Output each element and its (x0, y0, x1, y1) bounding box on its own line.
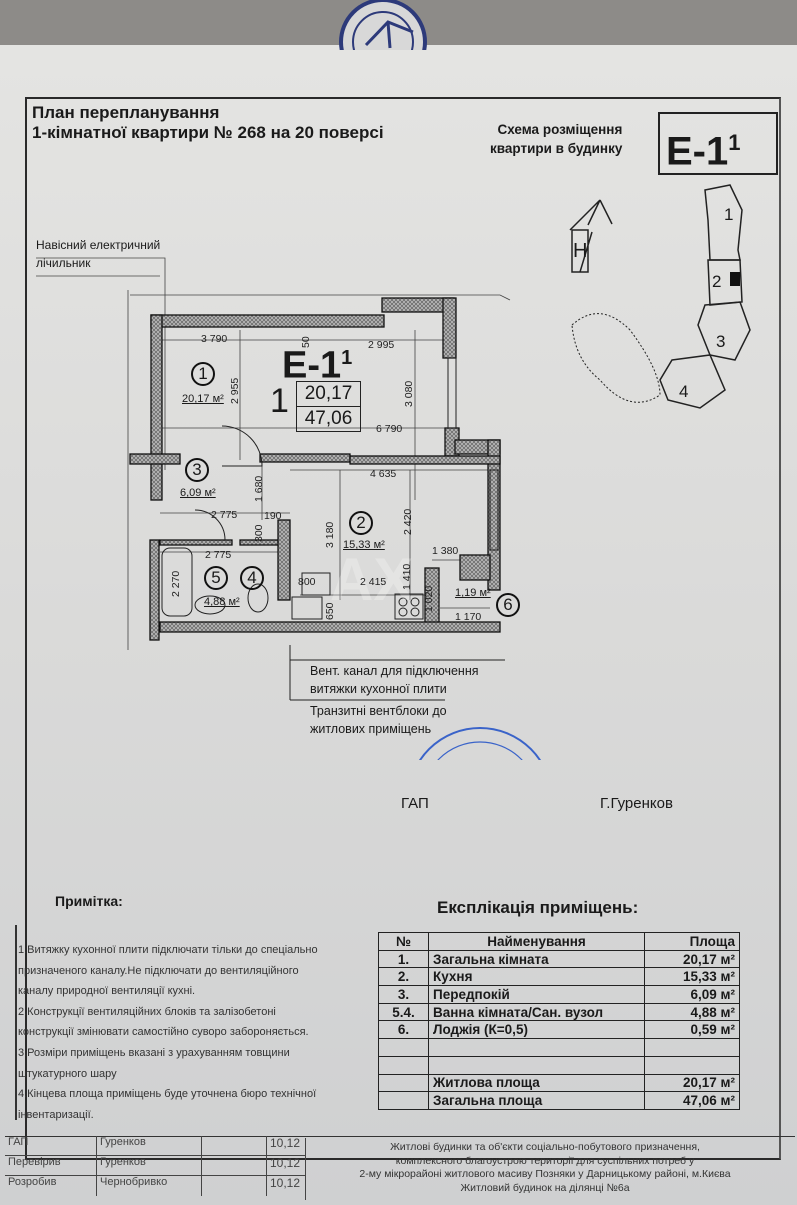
dimension-label: 3 790 (201, 333, 228, 345)
walls (129, 297, 501, 641)
building-section-2: 2 (712, 272, 722, 291)
floor-plan: «ТВОРЧА АРХІТЕКТУРНА МАЙСТЕРНЯ «Г. ГУРЕН… (36, 257, 542, 760)
legend-vent-channel: Вент. канал для підключення витяжки кухо… (310, 664, 479, 696)
dimension-label: 300 (253, 524, 265, 542)
room-area-2: 15,33 м² (343, 539, 385, 551)
dimension-label: 650 (324, 602, 336, 620)
dimension-label: 2 775 (205, 549, 232, 561)
room-marker-3: 3 (185, 458, 209, 482)
dimension-label: 2 420 (402, 508, 414, 535)
building-section-4: 4 (679, 382, 689, 401)
room-marker-2: 2 (349, 511, 373, 535)
table-header: № Найменування Площа (378, 932, 740, 951)
room-marker-1: 1 (191, 362, 215, 386)
dimension-label: 2 415 (360, 576, 387, 588)
signature-name: Г.Гуренков (600, 795, 673, 812)
dimension-label: 4 635 (370, 468, 397, 480)
top-seal-logo (339, 0, 427, 50)
table-row: 6.Лоджія (К=0,5)0,59 м² (378, 1020, 740, 1040)
room-marker-4: 4 (240, 566, 264, 590)
drawing-frame (25, 97, 781, 1160)
dimension-label: 1 680 (253, 475, 265, 502)
plan-title: План перепланування 1-кімнатної квартири… (32, 103, 384, 142)
dimension-label: 2 270 (170, 570, 182, 597)
building-scheme (569, 184, 751, 409)
notes-border (15, 925, 17, 1120)
notes-heading: Примітка: (55, 893, 123, 909)
explication-heading: Експлікація приміщень: (437, 898, 639, 917)
dimension-label: 3 080 (403, 380, 415, 407)
legend-transit-vent: Транзитні вентблоки до житлових приміщен… (310, 704, 447, 736)
dimension-label: 50 (300, 336, 312, 348)
north-label: Н (573, 240, 588, 262)
room-area-4: 4,88 м² (204, 596, 240, 608)
dimension-label: 800 (298, 576, 316, 588)
company-stamp: «ТВОРЧА АРХІТЕКТУРНА МАЙСТЕРНЯ «Г. ГУРЕН… (418, 727, 542, 760)
dimension-label: 1 410 (401, 563, 413, 590)
building-section-1: 1 (724, 205, 734, 224)
area-box: 20,17 47,06 (296, 381, 361, 432)
dimension-label: 2 995 (368, 339, 395, 351)
title-block-signatures: ГАП Гуренков 10,12 Перевірив Гуренков 10… (5, 1136, 305, 1196)
watermark: AX (330, 546, 413, 613)
dimension-label: 1 170 (455, 611, 482, 623)
room-area-1: 20,17 м² (182, 393, 224, 405)
room-area-3: 6,09 м² (180, 487, 216, 499)
room-count: 1 (270, 382, 289, 420)
room-area-6: 1,19 м² (455, 587, 491, 599)
north-arrow-icon (569, 199, 613, 231)
room-marker-6: 6 (496, 593, 520, 617)
dimension-label: 1 020 (423, 585, 435, 612)
title-block-row: ГАП Гуренков 10,12 (5, 1136, 305, 1156)
project-description: Житлові будинки та об'єкти соціально-поб… (359, 1141, 731, 1194)
dimension-label: 6 790 (376, 423, 403, 435)
meter-label: Навісний електричний лічильник (36, 238, 161, 270)
building-section-3: 3 (716, 332, 726, 351)
notes-list: 1.Витяжку кухонної плити підключати тіль… (18, 944, 318, 1121)
dimension-label: 2 955 (229, 377, 241, 404)
dimension-label: 3 180 (324, 521, 336, 548)
title-block-row: Перевірив Гуренков 10,12 (5, 1156, 305, 1176)
title-block-top-border (5, 1136, 795, 1137)
dimension-label: 190 (264, 510, 282, 522)
scheme-code-box: Е-11 (658, 112, 778, 175)
dimension-label: 1 380 (432, 545, 459, 557)
scheme-label: Схема розміщення квартири в будинку (490, 122, 623, 156)
table-row (378, 1038, 740, 1057)
dimension-label: 2 775 (211, 509, 238, 521)
room-marker-5: 5 (204, 566, 228, 590)
apartment-code: Е-11 (282, 344, 353, 387)
table-row (378, 1055, 740, 1075)
title-block-row: Розробив Чернобривко 10,12 (5, 1176, 305, 1196)
signature-role: ГАП (401, 795, 429, 812)
